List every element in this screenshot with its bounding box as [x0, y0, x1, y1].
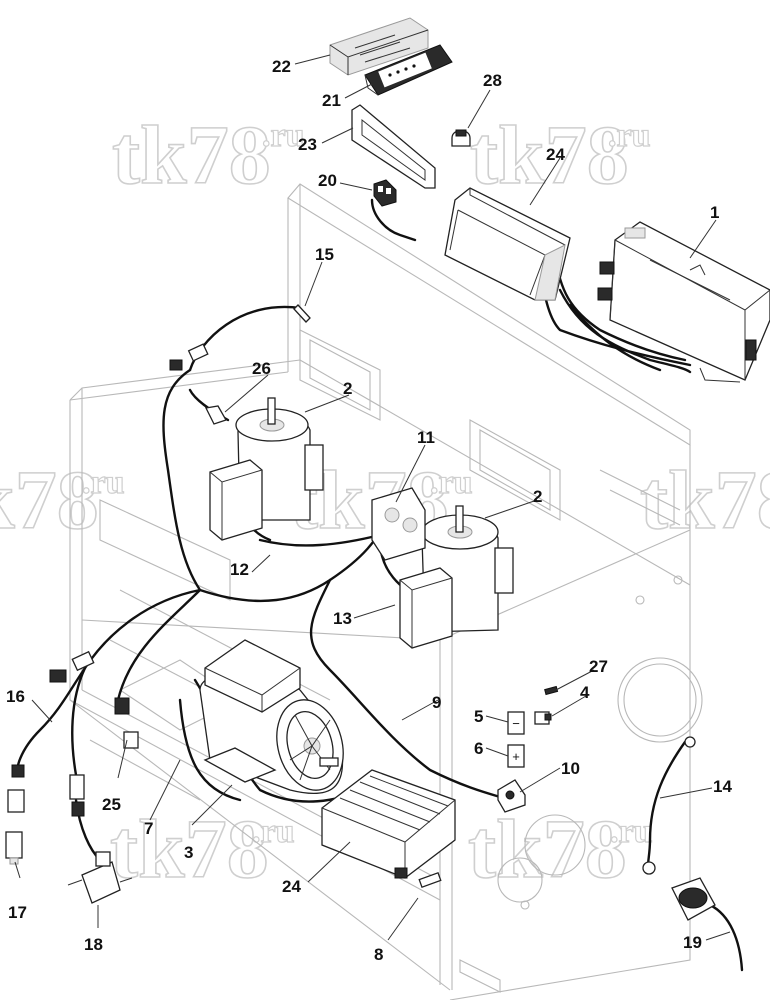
- callout-numbers: 22 21 28 23 24 20 1 15 26 2 11 2 12 13 2…: [6, 57, 732, 964]
- wire-plate-11: [371, 487, 426, 561]
- callout-1: 1: [710, 203, 719, 222]
- overlay-22: [329, 17, 429, 76]
- pressure-switch-17: [5, 764, 25, 865]
- connector-16: [49, 343, 209, 683]
- label-5: −: [507, 711, 525, 735]
- sensor-15: [293, 304, 311, 323]
- callout-15: 15: [315, 245, 334, 264]
- callout-25: 25: [102, 795, 121, 814]
- screw-27: [544, 685, 559, 696]
- callout-28: 28: [483, 71, 502, 90]
- drive-module-24-lower: [321, 769, 456, 879]
- control-box-24-upper: [444, 187, 571, 301]
- callout-24-upper: 24: [546, 145, 565, 164]
- callout-19: 19: [683, 933, 702, 952]
- controller-assembly-1: [597, 221, 770, 383]
- watermark-7-suffix: .ru: [610, 813, 653, 850]
- callout-12: 12: [230, 560, 249, 579]
- callout-8: 8: [374, 945, 383, 964]
- callout-17: 17: [8, 903, 27, 922]
- watermark-7: tk78: [468, 803, 627, 896]
- switch-4: [534, 711, 552, 725]
- watermark-1: tk78: [112, 109, 271, 202]
- display-panel-21: [364, 44, 453, 96]
- callout-2-left: 2: [343, 379, 352, 398]
- ground-strap-14: [642, 736, 696, 875]
- watermark-2-suffix: .ru: [608, 117, 651, 154]
- callout-2-right: 2: [533, 487, 542, 506]
- condenser-motor-3: [199, 639, 344, 795]
- callout-26: 26: [252, 359, 271, 378]
- callout-16: 16: [6, 687, 25, 706]
- watermark-3-suffix: .ru: [82, 464, 125, 501]
- connector-20: [373, 179, 397, 207]
- label-6: +: [507, 744, 525, 768]
- callout-20: 20: [318, 171, 337, 190]
- callout-21: 21: [322, 91, 341, 110]
- callout-23: 23: [298, 135, 317, 154]
- callout-9: 9: [432, 693, 441, 712]
- watermark-1-suffix: .ru: [262, 117, 305, 154]
- watermark-2: tk78: [470, 109, 629, 202]
- terminal-block-10: [497, 779, 526, 813]
- watermark-6: tk78: [110, 803, 269, 896]
- fan-motor-2-left: [209, 397, 324, 541]
- callout-13: 13: [333, 609, 352, 628]
- callout-5: 5: [474, 707, 483, 726]
- clip-28: [451, 129, 471, 147]
- callout-18: 18: [84, 935, 103, 954]
- watermark-5: tk78: [640, 454, 770, 547]
- callout-14: 14: [713, 777, 732, 796]
- callout-4: 4: [580, 683, 590, 702]
- power-inlet-19: [671, 877, 716, 921]
- callout-10: 10: [561, 759, 580, 778]
- leader-lines: [14, 54, 731, 941]
- callout-24-lower: 24: [282, 877, 301, 896]
- callout-7: 7: [144, 819, 153, 838]
- callout-22: 22: [272, 57, 291, 76]
- sensor-26: [205, 405, 227, 425]
- relay-25: [114, 697, 139, 749]
- watermark-4-suffix: .ru: [430, 464, 473, 501]
- solenoid-valve-18: [67, 774, 133, 904]
- callout-27: 27: [589, 657, 608, 676]
- mounting-bracket-23: [351, 104, 436, 189]
- plus-label: +: [512, 749, 520, 764]
- callout-11: 11: [417, 428, 435, 447]
- fuse-8: [394, 867, 442, 889]
- callout-6: 6: [474, 739, 483, 758]
- minus-label: −: [512, 716, 520, 731]
- callout-3: 3: [184, 843, 193, 862]
